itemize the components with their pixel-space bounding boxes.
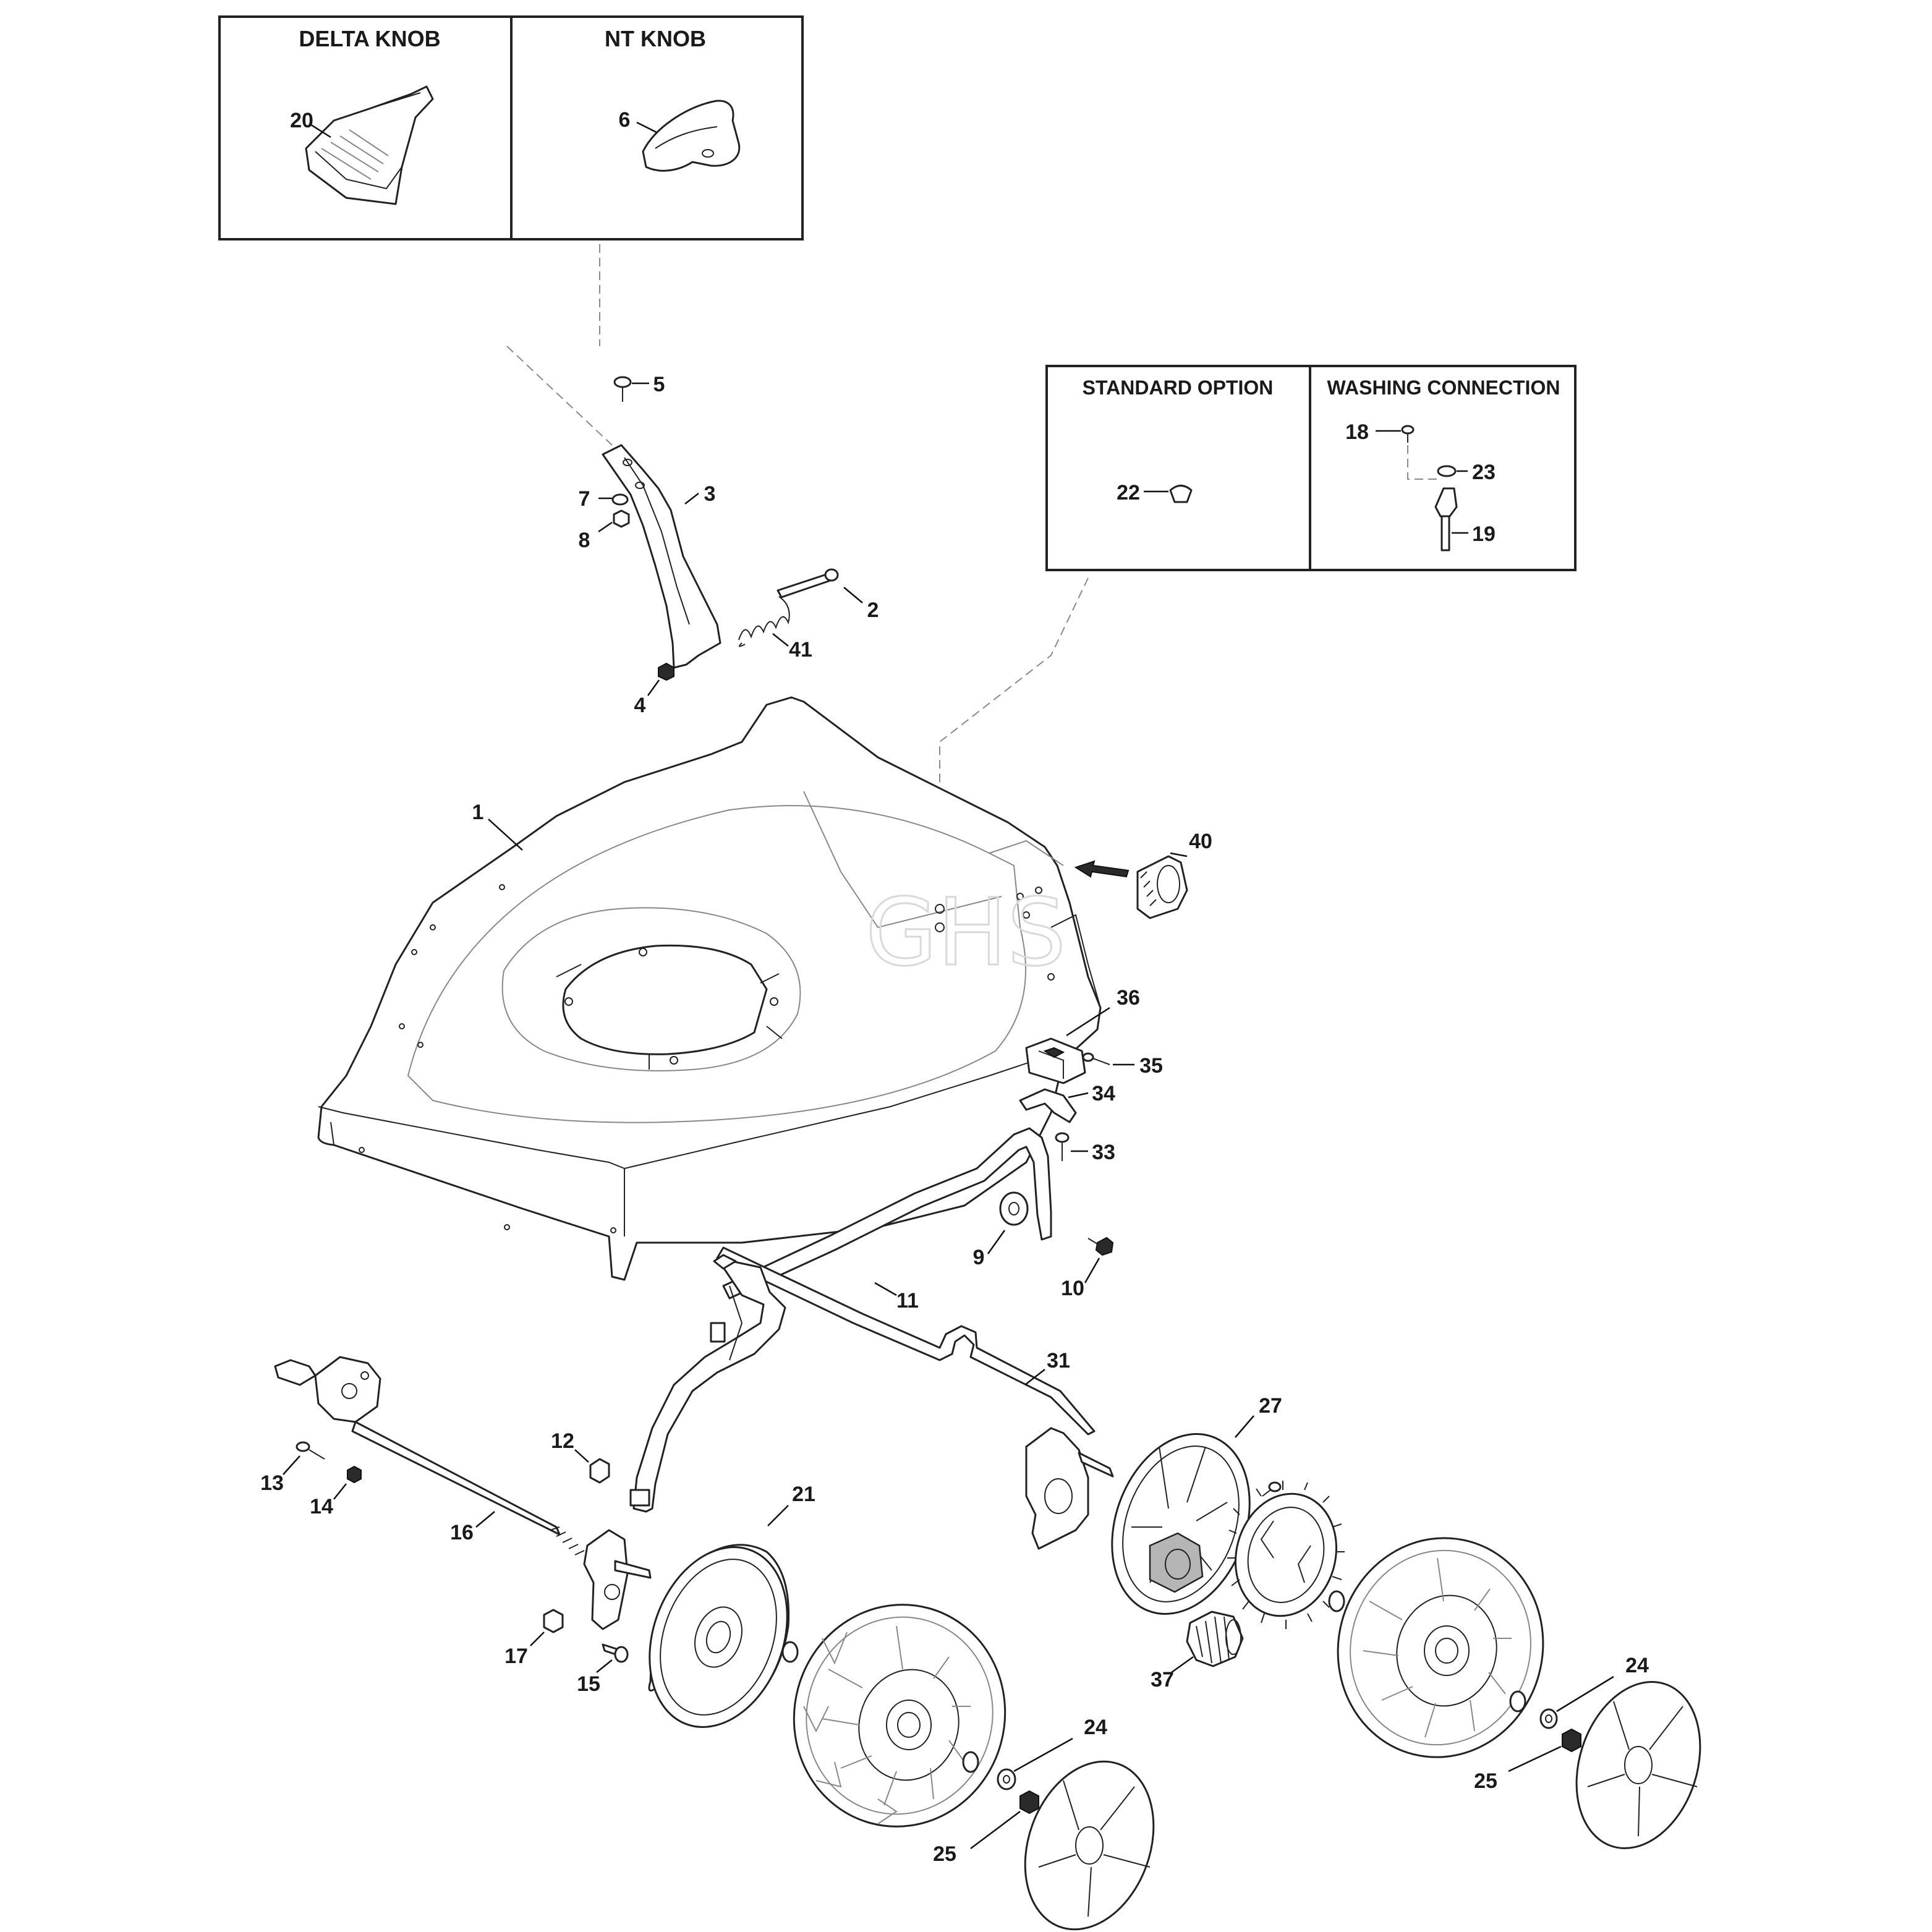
rear-axle-frame-part (629, 1127, 1114, 1550)
bolt-10-part (1087, 1236, 1114, 1256)
delta-knob-title: DELTA KNOB (299, 26, 440, 51)
plug-part (1169, 485, 1193, 503)
label-13: 13 (260, 1471, 284, 1495)
nt-knob-title: NT KNOB (605, 26, 706, 51)
front-disc-21-part (648, 1544, 790, 1728)
bolt-5-part (613, 376, 632, 402)
label-35: 35 (1139, 1054, 1163, 1078)
label-24b: 24 (1625, 1654, 1649, 1677)
label-37: 37 (1151, 1668, 1174, 1692)
label-40: 40 (1189, 830, 1212, 853)
label-41: 41 (789, 638, 812, 662)
nt-knob-part (642, 100, 741, 172)
standard-option-title: STANDARD OPTION (1083, 377, 1274, 399)
label-21: 21 (792, 1483, 815, 1506)
washer-24b-part (1539, 1708, 1558, 1729)
label-17: 17 (504, 1645, 528, 1668)
bolt-13-part (296, 1441, 325, 1460)
label-1: 1 (472, 801, 484, 824)
nut-8-part (613, 509, 630, 528)
bolt-15-part (602, 1643, 629, 1663)
delta-knob-part (305, 85, 434, 205)
label-16: 16 (450, 1521, 474, 1544)
pinion-37-part (1186, 1611, 1244, 1667)
right-hubcap-part (1575, 1681, 1701, 1849)
label-12: 12 (551, 1429, 574, 1453)
label-7: 7 (579, 487, 590, 511)
label-3: 3 (704, 482, 716, 506)
rear-disc-27-part (1111, 1433, 1251, 1615)
label-2: 2 (867, 598, 879, 622)
washer-7-part (611, 493, 629, 506)
label-14: 14 (310, 1495, 333, 1518)
label-15: 15 (577, 1672, 600, 1696)
label-4: 4 (634, 694, 646, 717)
label-6: 6 (619, 108, 631, 132)
nut-17-part (543, 1609, 564, 1633)
gear-ring-part (1227, 1481, 1345, 1629)
watermark: GHS (866, 879, 1066, 987)
label-11: 11 (896, 1289, 919, 1313)
label-33: 33 (1092, 1141, 1115, 1164)
label-19: 19 (1472, 522, 1496, 546)
bolt-12-part (589, 1458, 610, 1484)
height-adjust-lever-part (602, 444, 721, 669)
label-9: 9 (973, 1246, 985, 1269)
mower-deck-part (317, 696, 1102, 1281)
left-wheel-part (781, 1604, 1006, 1828)
gear-40-part (1136, 855, 1188, 919)
front-axle-part (274, 1356, 652, 1630)
label-34: 34 (1092, 1082, 1115, 1105)
washing-options-inset: STANDARD OPTION WASHING CONNECTION 22 18… (1045, 365, 1577, 571)
knob-options-inset: DELTA KNOB NT KNOB 20 6 (218, 15, 804, 240)
label-25a: 25 (933, 1842, 956, 1866)
label-10: 10 (1061, 1277, 1084, 1300)
label-24a: 24 (1084, 1716, 1107, 1739)
label-23: 23 (1472, 461, 1496, 484)
label-22: 22 (1117, 481, 1140, 504)
pin-2-part (777, 568, 839, 598)
label-20: 20 (290, 109, 313, 132)
small-screw-part (1262, 1481, 1282, 1497)
label-31: 31 (1047, 1349, 1070, 1372)
bracket-36-part (1025, 1037, 1086, 1084)
spring-41-part (738, 596, 790, 647)
washing-connector-part (1434, 487, 1458, 551)
screw-18-part (1401, 425, 1415, 443)
right-wheel-part (1328, 1537, 1544, 1758)
left-hubcap-part (1024, 1760, 1155, 1931)
nut-4-part (658, 662, 674, 681)
label-5: 5 (653, 373, 665, 396)
nut-14-part (347, 1465, 362, 1484)
clamp-34-part (1019, 1088, 1077, 1123)
o-ring-part (1437, 465, 1457, 477)
label-8: 8 (579, 529, 590, 552)
washer-9-part (999, 1191, 1029, 1226)
nut-25a-part (1019, 1790, 1039, 1815)
washing-connection-title: WASHING CONNECTION (1327, 377, 1560, 399)
nut-25b-part (1562, 1728, 1581, 1753)
label-18: 18 (1345, 420, 1369, 444)
screw-35-part (1082, 1052, 1110, 1065)
bolt-33-part (1055, 1132, 1070, 1161)
label-36: 36 (1117, 986, 1140, 1010)
label-25b: 25 (1474, 1769, 1497, 1793)
label-27: 27 (1259, 1394, 1282, 1418)
washer-24a-part (997, 1768, 1016, 1790)
